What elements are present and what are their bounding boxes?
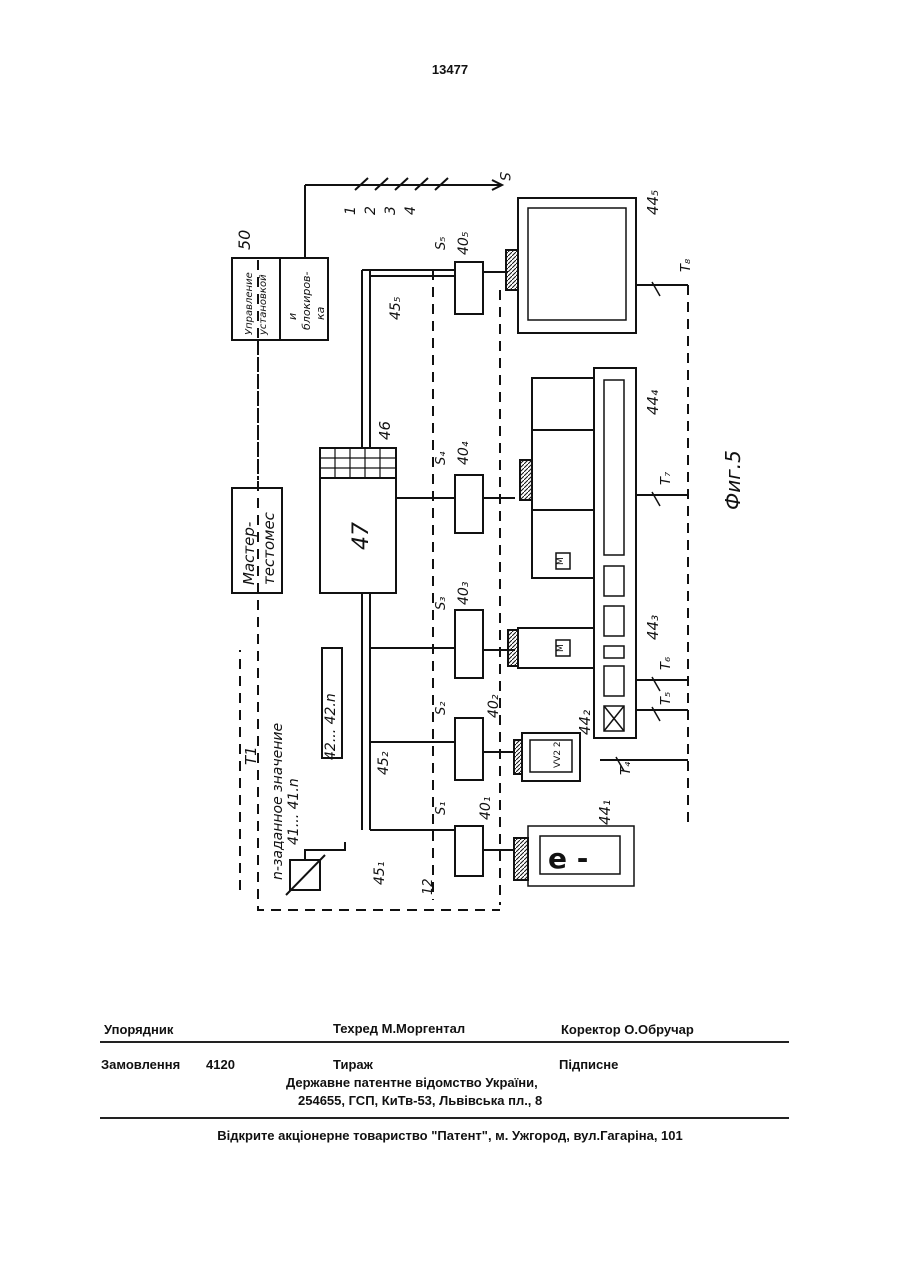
- label-41: 41... 41.n: [286, 778, 302, 845]
- label-T1: T1: [242, 746, 260, 765]
- subscription-label: Підписне: [559, 1057, 618, 1072]
- figure-caption: Фиг.5: [721, 450, 745, 510]
- control-line-4: блокиров-: [300, 271, 313, 330]
- device-40-5: [455, 262, 483, 314]
- label-42: 42... 42.n: [323, 693, 339, 760]
- display-44-1-text: e -: [548, 842, 588, 875]
- block-50: [232, 258, 280, 340]
- display-44-2-text: VV2 2: [553, 741, 563, 768]
- tick-2: 2: [363, 206, 379, 215]
- label-T8: T₈: [679, 259, 694, 272]
- label-S: S: [496, 172, 512, 181]
- master-line-2: тестомес: [260, 511, 278, 585]
- label-40-5: 40₅: [456, 231, 472, 255]
- label-S4: S₄: [434, 451, 449, 465]
- device-40-1: [455, 826, 483, 876]
- plug-44-5: [506, 250, 518, 290]
- motor-label-2: M: [556, 557, 566, 565]
- label-12: 12: [421, 878, 436, 895]
- master-line-1: Мастер-: [240, 522, 258, 585]
- label-44-1: 44₁: [596, 800, 614, 825]
- control-line-5: ка: [314, 306, 327, 320]
- office-line-1: Державне патентне відомство України,: [286, 1075, 538, 1090]
- circulation-label: Тираж: [333, 1057, 373, 1072]
- divider-bottom: [100, 1117, 789, 1119]
- tick-3: 3: [383, 206, 399, 215]
- label-44-4: 44₄: [644, 390, 662, 415]
- compiler-label: Упорядник: [104, 1022, 173, 1037]
- label-n-value: n-заданное значение: [270, 723, 286, 880]
- device-40-3: [455, 610, 483, 678]
- order-number: 4120: [206, 1057, 235, 1072]
- label-45-5: 45₅: [388, 296, 404, 320]
- label-46: 46: [376, 421, 394, 440]
- label-45-1: 45₁: [372, 862, 388, 885]
- label-T6: T₆: [659, 657, 674, 670]
- label-S5: S₅: [434, 237, 449, 250]
- label-44-5: 44₅: [644, 190, 662, 215]
- label-40-3: 40₃: [456, 581, 472, 605]
- label-T5: T₅: [659, 692, 674, 705]
- label-T4: T₄: [619, 761, 634, 775]
- label-47: 47: [349, 522, 374, 550]
- label-40-2: 40₂: [486, 694, 502, 718]
- control-line-1: Управление: [244, 272, 255, 335]
- office-line-2: 254655, ГСП, КиТв-53, Львівська пл., 8: [298, 1093, 542, 1108]
- label-T7: T₇: [659, 471, 674, 485]
- label-50: 50: [235, 230, 254, 250]
- cabinet-44-4: [532, 378, 594, 578]
- grid-46: [320, 448, 396, 478]
- label-S1: S₁: [434, 802, 449, 815]
- label-44-2: 44₂: [576, 710, 594, 735]
- monitor-44-5: [518, 198, 636, 333]
- techred-label: Техред М.Моргентал: [333, 1021, 465, 1036]
- printer-line: Відкрите акціонерне товариство "Патент",…: [0, 1128, 900, 1143]
- label-45-2: 45₂: [376, 751, 392, 775]
- tick-4: 4: [403, 206, 419, 215]
- order-label: Замовлення: [101, 1057, 180, 1072]
- label-S3: S₃: [434, 597, 449, 610]
- tick-1: 1: [343, 206, 359, 215]
- device-40-4: [455, 475, 483, 533]
- label-40-4: 40₄: [456, 441, 472, 465]
- label-S2: S₂: [434, 702, 449, 715]
- device-40-2: [455, 718, 483, 780]
- label-40-1: 40₁: [478, 797, 494, 820]
- corrector-label: Коректор О.Обручар: [561, 1022, 694, 1037]
- control-line-3: и: [286, 313, 299, 320]
- divider-top: [100, 1041, 789, 1043]
- panel-44-4: [594, 368, 636, 738]
- label-44-3: 44₃: [644, 615, 662, 640]
- control-line-2: установкой: [258, 274, 269, 336]
- motor-label-1: M: [556, 644, 566, 652]
